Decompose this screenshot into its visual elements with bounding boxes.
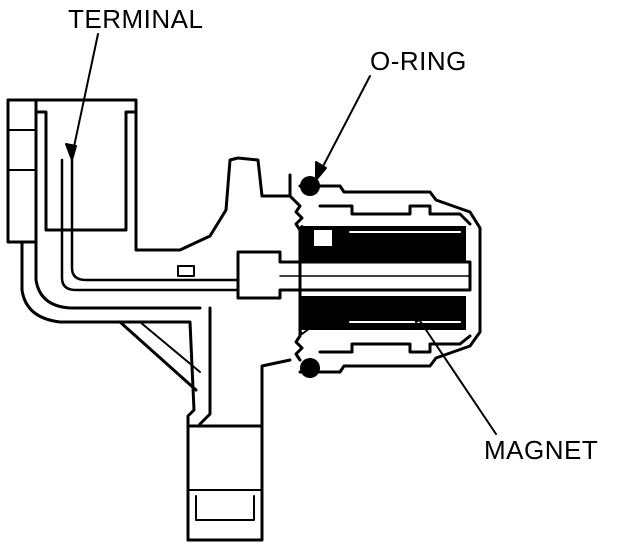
o-ring	[300, 176, 320, 378]
o-ring-label: O-RING	[370, 46, 467, 76]
mount-bracket	[118, 320, 201, 392]
terminal-wire	[60, 158, 240, 292]
sensor-stem	[236, 250, 472, 300]
terminal-label: TERMINAL	[68, 4, 204, 34]
magnet-block	[300, 226, 466, 330]
magnet-label: MAGNET	[484, 435, 599, 465]
leader-lines	[65, 33, 497, 435]
lower-tube	[186, 306, 292, 542]
